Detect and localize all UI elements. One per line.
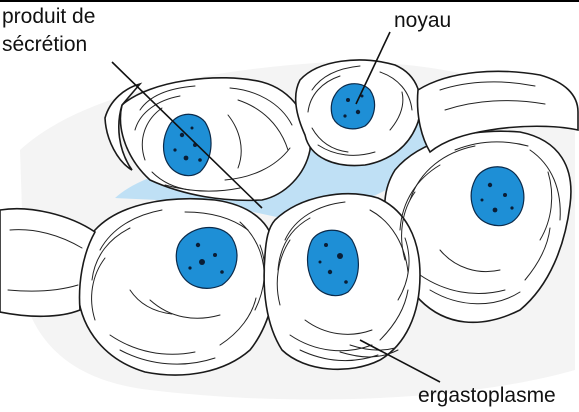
nucleus-top-middle	[331, 84, 374, 129]
nucleus-bottom-middle	[308, 230, 359, 295]
cell-bottom-left	[78, 199, 277, 375]
nucleus-right	[471, 167, 524, 226]
nucleus-bottom-left	[176, 227, 237, 288]
label-ergastoplasm: ergastoplasme	[418, 384, 556, 407]
label-secretion-line1: produit de	[2, 5, 95, 28]
label-nucleus: noyau	[394, 9, 451, 32]
nucleus-top-left	[164, 114, 211, 175]
label-secretion-line2: sécrétion	[2, 33, 87, 56]
